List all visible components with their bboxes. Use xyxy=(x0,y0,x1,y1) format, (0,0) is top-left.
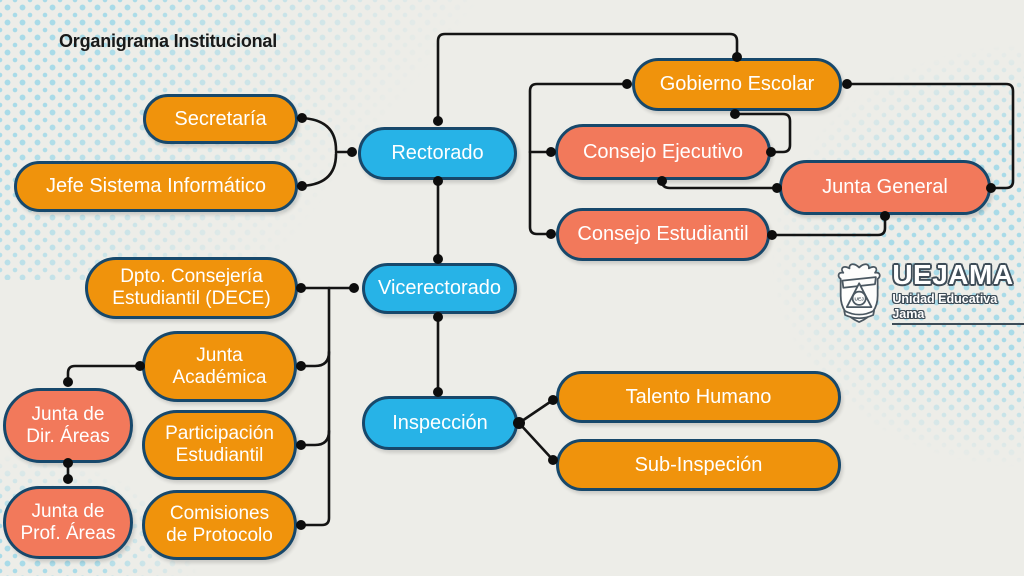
crest-monogram: UEJ xyxy=(854,296,864,302)
page-title: Organigrama Institucional xyxy=(59,31,278,51)
node-label: Estudiantil xyxy=(175,445,264,466)
school-logo: UEJ UEJAMA Unidad Educativa Jama xyxy=(831,258,1024,328)
node-label: Rectorado xyxy=(391,142,484,165)
node-vicerectorado: Vicerectorado xyxy=(362,263,517,314)
node-label: Gobierno Escolar xyxy=(659,73,815,96)
node-rectorado: Rectorado xyxy=(358,127,517,180)
node-consejo-ejecutivo: Consejo Ejecutivo xyxy=(555,124,771,180)
node-label: Participación xyxy=(165,423,274,445)
node-label: Comisiones xyxy=(169,503,270,525)
node-label: Jefe Sistema Informático xyxy=(45,175,267,198)
node-label: Vicerectorado xyxy=(377,277,502,300)
node-talento-humano: Talento Humano xyxy=(556,371,841,423)
node-label: Junta General xyxy=(822,176,948,199)
node-sub-inspecion: Sub-Inspeción xyxy=(556,439,841,491)
node-secretaria: Secretaría xyxy=(143,94,298,144)
node-label: Junta xyxy=(196,344,243,366)
node-label: Inspección xyxy=(392,411,488,434)
logo-subtitle: Unidad Educativa Jama xyxy=(892,292,1024,325)
node-label: Consejo Ejecutivo xyxy=(582,140,744,163)
node-jefe-sistema-informatico: Jefe Sistema Informático xyxy=(14,161,298,212)
node-label: Académica xyxy=(172,366,267,388)
node-gobierno-escolar: Gobierno Escolar xyxy=(632,58,842,111)
node-label: Dir. Áreas xyxy=(26,425,110,447)
uejama-crest-icon: UEJ xyxy=(837,263,881,323)
node-label: Prof. Áreas xyxy=(20,522,116,544)
node-label: Dpto. Consejería xyxy=(120,266,263,288)
logo-text-block: UEJAMA Unidad Educativa Jama xyxy=(892,261,1024,325)
node-label: Secretaría xyxy=(174,107,267,130)
node-label: Consejo Estudiantil xyxy=(577,223,749,246)
node-label: Estudiantil (DECE) xyxy=(112,288,271,309)
node-consejo-estudiantil: Consejo Estudiantil xyxy=(556,208,770,261)
node-inspeccion: Inspección xyxy=(362,396,518,450)
node-label: Talento Humano xyxy=(625,385,772,408)
node-label: Junta de xyxy=(31,500,105,522)
node-label: Junta de xyxy=(31,403,105,425)
node-label: de Protocolo xyxy=(166,525,273,546)
node-label: Sub-Inspeción xyxy=(634,453,763,476)
node-junta-general: Junta General xyxy=(779,160,991,215)
logo-acronym: UEJAMA xyxy=(892,259,1014,291)
